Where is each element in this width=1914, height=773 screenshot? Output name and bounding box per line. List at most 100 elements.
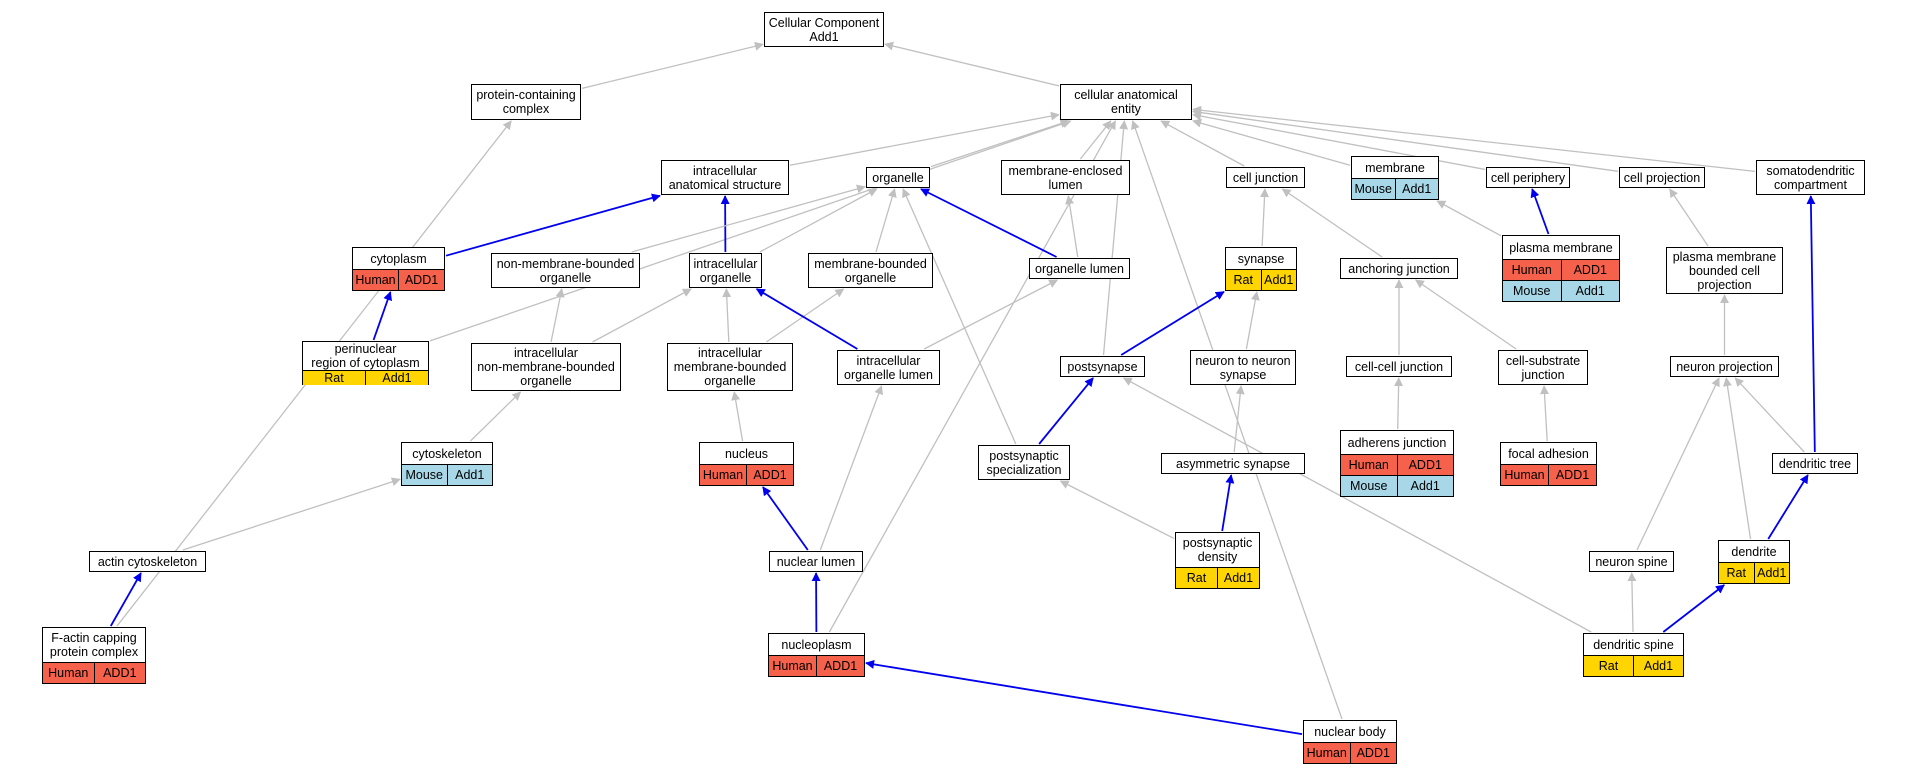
edge-is-a-mel-to-cae (1079, 120, 1112, 160)
node-label: intracellular anatomical structure (668, 163, 782, 192)
edge-is-a-mbo-to-org (875, 188, 897, 253)
edge-is-a-syn-to-cj (1260, 188, 1270, 247)
node-postsynapse[interactable]: postsynapse (1060, 356, 1145, 377)
node-label: cytoskeleton (412, 446, 482, 461)
species-badge: Rat (1226, 270, 1261, 290)
species-badge: Rat (1176, 568, 1217, 588)
node-intracellular-anatomical-structure[interactable]: intracellular anatomical structure (661, 160, 789, 195)
node-organelle-lumen[interactable]: organelle lumen (1029, 258, 1130, 279)
node-intracellular-membrane-bounded-organelle[interactable]: intracellular membrane-bounded organelle (667, 343, 793, 391)
node-label: postsynaptic density (1182, 536, 1253, 564)
node-label: postsynaptic specialization (986, 448, 1062, 477)
node-label: focal adhesion (1508, 446, 1589, 461)
node-intracellular-non-membrane-bounded-organelle[interactable]: intracellular non-membrane-bounded organ… (471, 343, 621, 391)
node-membrane-enclosed-lumen[interactable]: membrane-enclosed lumen (1001, 160, 1130, 195)
node-label: Cellular Component Add1 (768, 15, 880, 44)
node-label: actin cytoskeleton (97, 554, 198, 569)
node-neuron-spine[interactable]: neuron spine (1589, 551, 1674, 572)
node-label: membrane (1365, 160, 1425, 175)
edge-is-a-pmbcp-to-cproj (1669, 188, 1709, 247)
species-badge: Mouse (402, 465, 447, 485)
edge-is-a-mem-to-cae (1192, 118, 1351, 166)
node-label: plasma membrane (1509, 240, 1613, 255)
node-cell-periphery[interactable]: cell periphery (1486, 167, 1570, 188)
gene-badge: Add1 (365, 371, 428, 385)
edge-is-a-npl-to-cae (828, 120, 1116, 633)
edge-is-a-org-to-cae (930, 119, 1070, 168)
node-protein-containing-complex[interactable]: protein-containing complex (471, 84, 581, 120)
gene-badge: Add1 (1217, 568, 1259, 588)
node-neuron-to-neuron-synapse[interactable]: neuron to neuron synapse (1190, 350, 1296, 385)
node-cellular-component[interactable]: Cellular Component Add1 (764, 12, 884, 47)
node-non-membrane-bounded-organelle[interactable]: non-membrane-bounded organelle (491, 253, 640, 288)
node-nuclear-lumen[interactable]: nuclear lumen (769, 551, 863, 572)
edge-is-a-pss-to-org (902, 188, 1017, 445)
node-label: cell-substrate junction (1505, 353, 1581, 382)
node-cell-substrate-junction[interactable]: cell-substrate junction (1498, 350, 1588, 385)
species-badge: Rat (303, 371, 365, 385)
node-organelle[interactable]: organelle (866, 167, 930, 188)
node-cell-cell-junction[interactable]: cell-cell junction (1346, 356, 1452, 377)
node-anchoring-junction[interactable]: anchoring junction (1340, 258, 1458, 279)
node-label: postsynapse (1067, 359, 1138, 374)
node-label: perinuclear region of cytoplasm (311, 342, 420, 370)
edge-is-a-sdc-to-cae (1192, 105, 1756, 173)
node-actin-cytoskeleton[interactable]: actin cytoskeleton (89, 551, 206, 572)
species-badge: Human (1304, 743, 1350, 763)
node-label: nuclear lumen (776, 554, 856, 569)
node-asymmetric-synapse[interactable]: asymmetric synapse (1161, 453, 1305, 474)
node-plasma-membrane-bounded-cell-projection[interactable]: plasma membrane bounded cell projection (1666, 247, 1783, 294)
node-label: asymmetric synapse (1176, 456, 1290, 471)
node-cellular-anatomical-entity[interactable]: cellular anatomical entity (1060, 84, 1192, 120)
node-intracellular-organelle[interactable]: intracellular organelle (689, 253, 762, 288)
gene-badge: Add1 (1396, 476, 1453, 496)
node-somatodendritic-compartment[interactable]: somatodendritic compartment (1756, 160, 1865, 195)
node-postsynaptic-specialization[interactable]: postsynaptic specialization (978, 445, 1070, 480)
edge-is-a-fa-to-csj (1540, 385, 1550, 442)
edge-part-of-dsp-to-den (1662, 584, 1725, 633)
edge-part-of-iol-to-io (755, 288, 858, 350)
edge-is-a-nsp-to-np (1636, 377, 1720, 551)
node-neuron-projection[interactable]: neuron projection (1670, 356, 1779, 377)
node-dendritic-tree[interactable]: dendritic tree (1772, 453, 1858, 474)
edge-is-a-imbo-to-mbo (766, 288, 845, 343)
node-intracellular-organelle-lumen[interactable]: intracellular organelle lumen (837, 350, 940, 385)
gene-badge: ADD1 (1349, 743, 1396, 763)
node-label: intracellular non-membrane-bounded organ… (477, 346, 615, 388)
node-cell-projection[interactable]: cell projection (1619, 167, 1705, 188)
species-badge: Human (700, 465, 746, 485)
node-label: intracellular membrane-bounded organelle (673, 346, 787, 388)
edge-part-of-dt-to-sdc (1806, 195, 1816, 453)
edge-is-a-iol-to-ol (923, 279, 1059, 350)
species-badge: Human (353, 270, 398, 290)
node-cell-junction[interactable]: cell junction (1226, 167, 1305, 188)
node-label: F-actin capping protein complex (49, 631, 139, 659)
node-membrane-bounded-organelle[interactable]: membrane-bounded organelle (808, 253, 933, 288)
node-label: anchoring junction (1348, 261, 1450, 276)
species-badge: Human (43, 663, 94, 683)
